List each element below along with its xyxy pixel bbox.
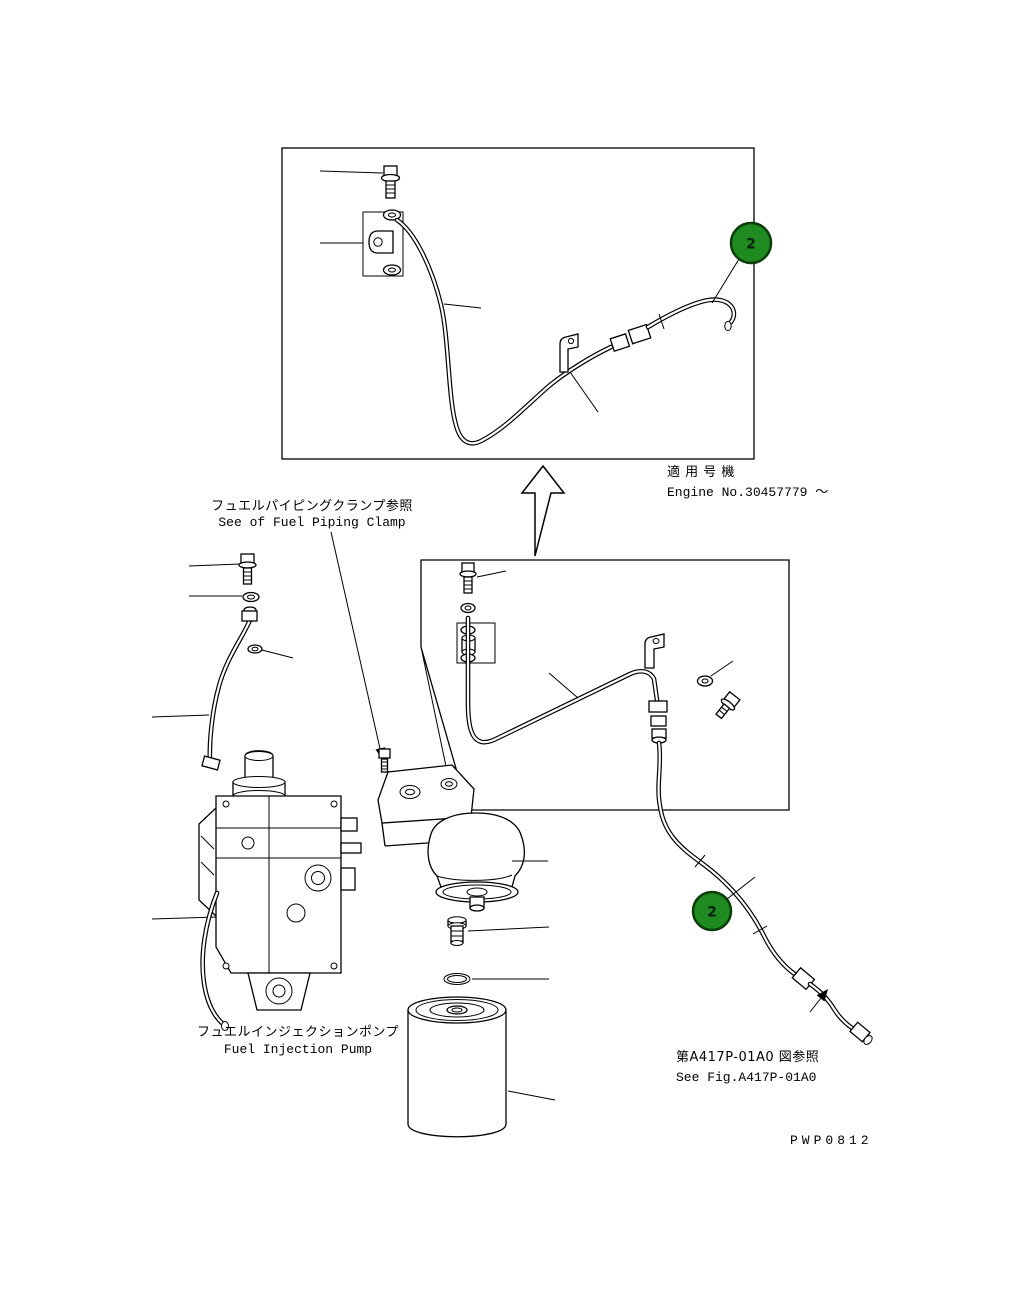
bolt-middle [459,562,477,594]
leader-middle-pipe [548,672,579,699]
leader-middle-washer [710,660,734,677]
clip-bracket-top [559,333,579,373]
detail-frame-top: 2 [281,147,773,460]
direction-arrow-up [520,464,566,557]
pipe-clamp-top [362,209,404,277]
leader-badge-lower [726,876,756,900]
clamp-outline [362,211,404,277]
fuel-injection-pump [151,553,362,1031]
leader-top-clip [569,371,599,413]
drawing-code: PWP0812 [790,1133,873,1148]
callout-badge-upper-circle[interactable] [729,221,773,265]
see-fig-note-en: See Fig.A417P-01A0 [676,1070,816,1085]
fuel-hose-top [645,297,737,332]
o-ring [443,973,471,985]
bolt-top [380,165,401,199]
hose-open-end-top [724,320,732,332]
pipe-fittings-middle [648,700,668,744]
piping-clamp-note-jp: フュエルパイピングクランプ参照 [211,498,413,514]
clip-bracket-middle [644,633,665,669]
applicable-serial-en: Engine No.30457779 ～ [667,485,828,500]
pump-head [232,750,286,802]
pump-side-hose [200,890,229,1031]
callout-badge-upper[interactable]: 2 [729,221,773,265]
pump-body [198,795,362,1011]
leader-pump-pipe [151,714,210,718]
detail-frame-middle [420,559,790,811]
leader-badge-upper [711,258,740,304]
washer-middle [460,602,476,614]
leader-see-fig-arrowhead [816,989,828,1002]
applicable-serial-jp: 適 用 号 機 [667,464,735,480]
leader-spacer [467,926,550,932]
callout-badge-lower-circle[interactable] [691,890,733,932]
bolt-middle-right [715,690,741,720]
fuel-pipe-middle [465,615,660,745]
leader-piping-clamp [330,531,382,754]
leader-pump-body [151,916,218,920]
fuel-filter-head [427,812,526,912]
fuel-pipe-top [394,217,614,446]
hose-open-end-lower [863,1035,873,1045]
see-fig-note-jp: 第A417P-01A0 図参照 [676,1049,819,1065]
pipe-union-fittings-top [609,323,652,352]
return-hose-lower [656,740,873,1045]
callout-badge-upper-number: 2 [746,237,756,253]
pump-pipe-washer-2 [247,644,263,654]
washer-middle-right [696,675,714,687]
mount-bolt [378,748,391,773]
injection-pump-label-jp: フュエルインジェクションポンプ [197,1025,399,1040]
leader-top-bolt [319,170,384,174]
leader-middle-bolt [476,570,507,578]
leader-pump-washer-2 [261,649,294,659]
detail-box-middle [420,559,790,811]
injection-pump-label-en: Fuel Injection Pump [224,1042,372,1057]
callout-badge-lower-number: 2 [707,905,717,921]
fuel-filter-cartridge [407,996,507,1138]
leader-pump-bolt [188,563,241,567]
leader-top-pipe [443,303,482,309]
filter-spacer-nipple [447,916,467,946]
filter-mount-bracket [377,748,475,847]
leader-filter-cartridge [507,1090,556,1101]
pipe-clamp-middle [456,622,496,664]
piping-clamp-note-en: See of Fuel Piping Clamp [218,515,405,530]
callout-badge-lower[interactable]: 2 [691,890,733,932]
pump-pipe-bolt [238,553,257,585]
detail-box-top [281,147,755,460]
pump-feed-pipe [201,606,258,771]
pump-pipe-washer-1 [242,591,260,603]
